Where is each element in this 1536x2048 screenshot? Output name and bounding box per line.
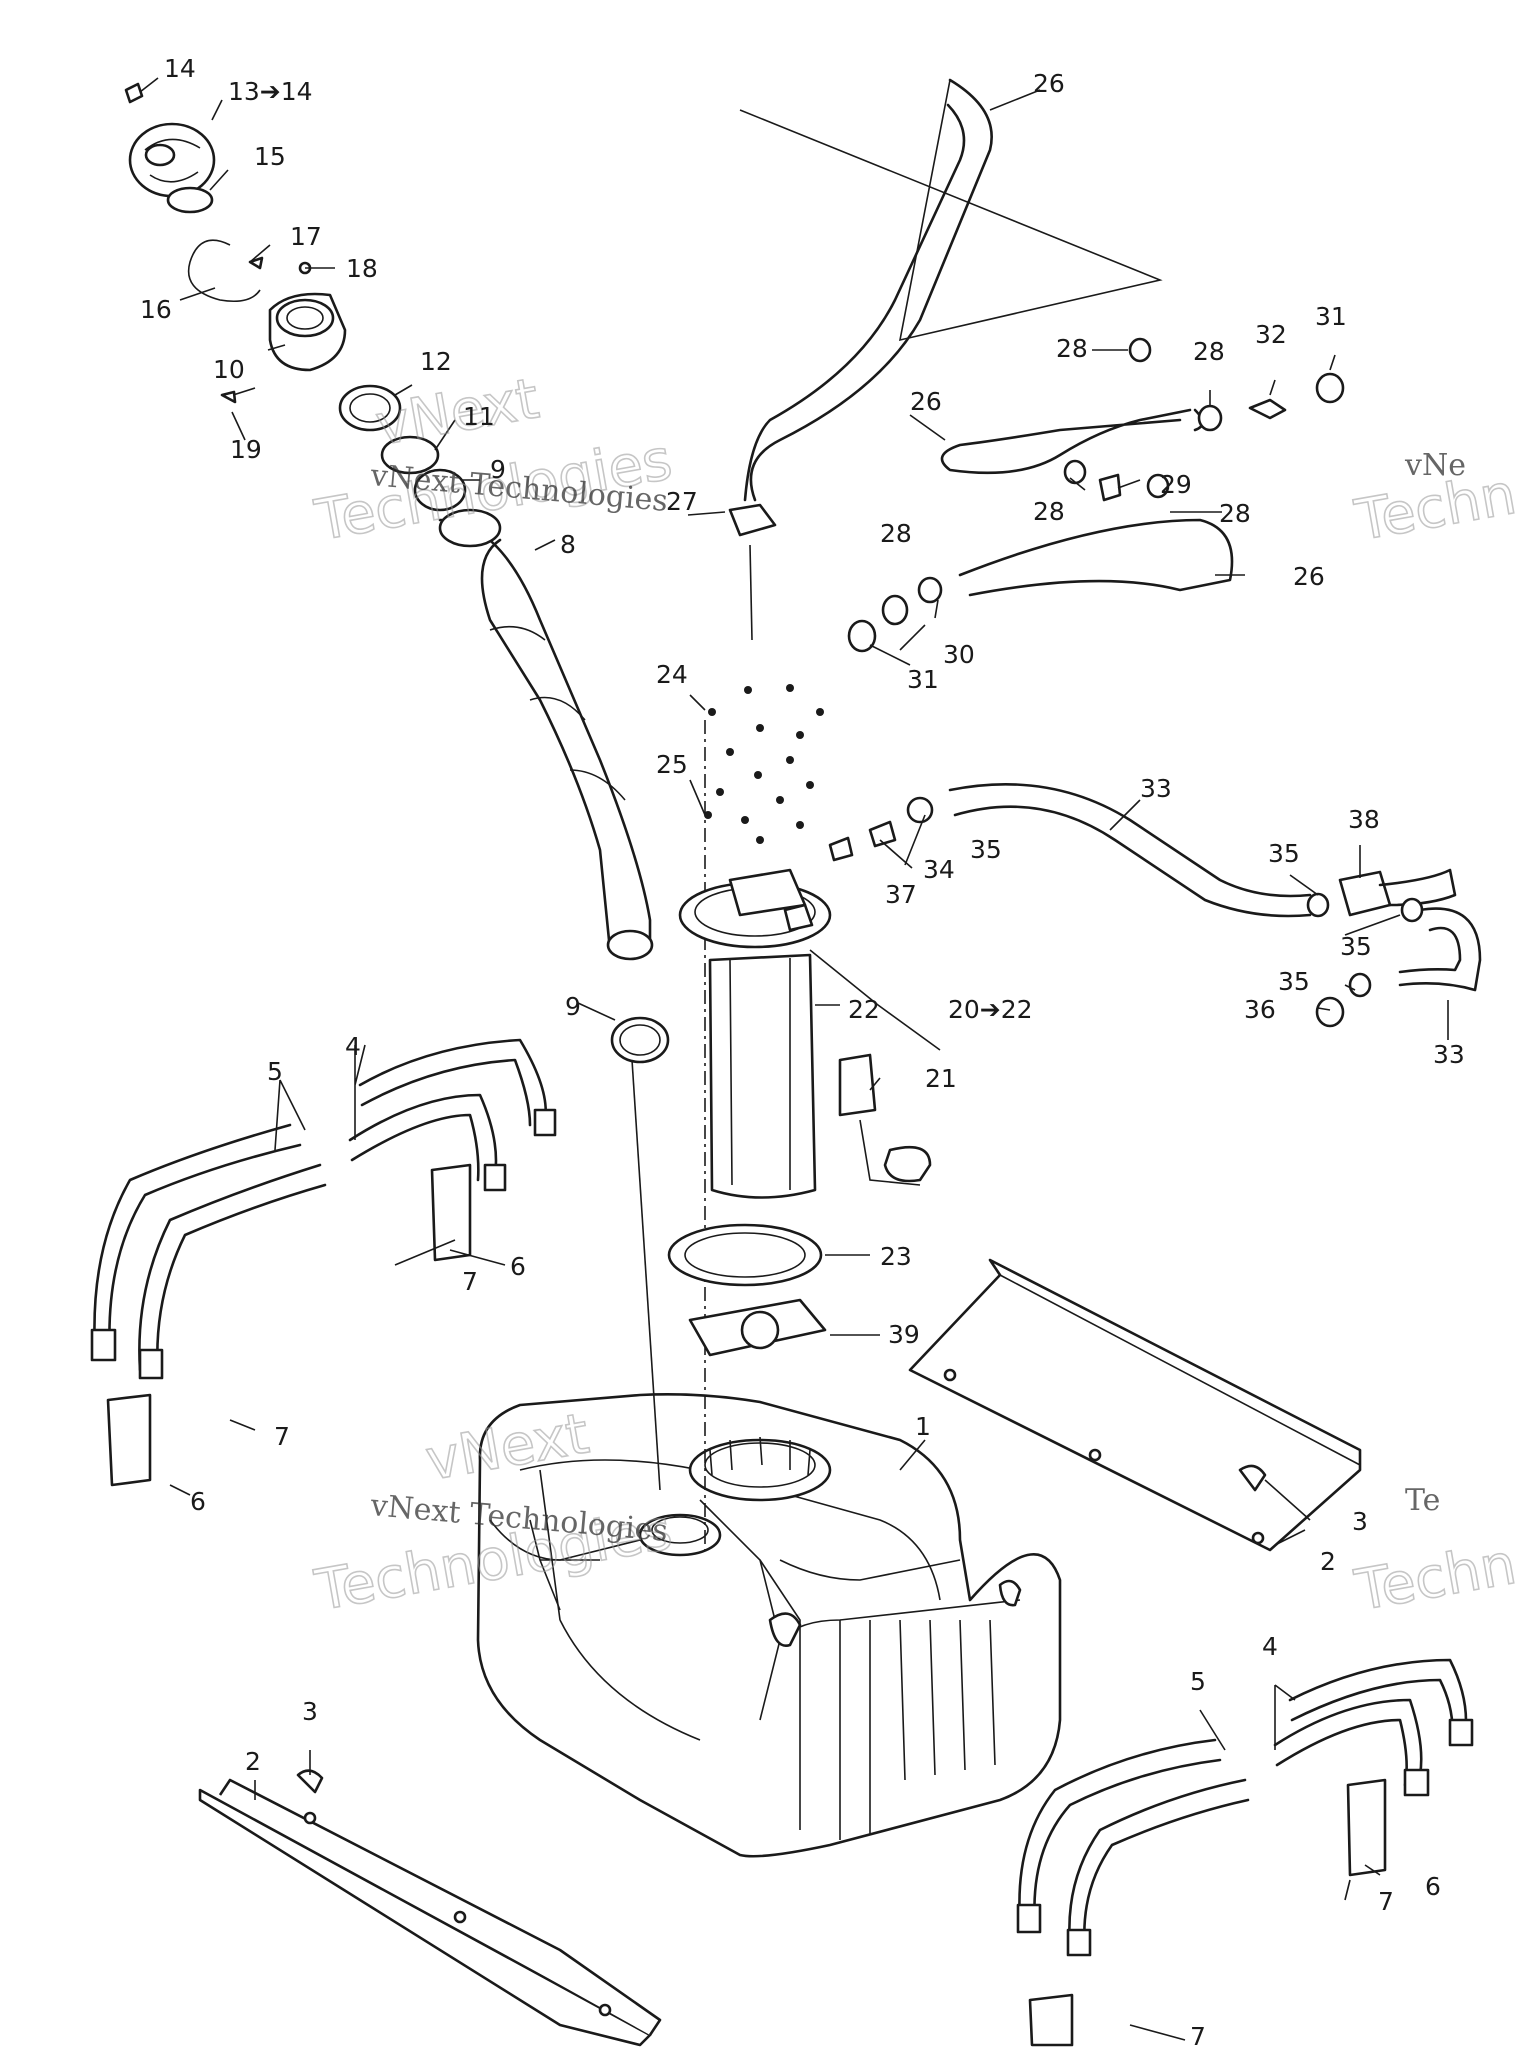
return-line-assembly (906, 782, 1482, 1028)
neck-gasket (380, 435, 440, 475)
heat-shields (198, 1258, 1362, 2047)
callout-32: 32 (1255, 320, 1287, 349)
pump-strainer (883, 1145, 932, 1183)
callout-36: 36 (1244, 995, 1276, 1024)
callout-16: 16 (140, 295, 172, 324)
callout-15: 15 (254, 142, 286, 171)
callout-6-lower: 6 (190, 1487, 206, 1516)
vent-hose-assembly (728, 78, 1345, 653)
heat-shield-right (908, 1258, 1362, 1552)
callout-11: 11 (463, 402, 495, 431)
callout-7-lower: 7 (274, 1422, 290, 1451)
callout-20-22: 20➔22 (948, 995, 1033, 1024)
callout-29: 29 (1160, 470, 1192, 499)
callout-labels: 1 2 2 3 3 4 4 5 5 6 6 6 7 7 7 7 8 9 9 10… (140, 54, 1465, 2048)
callout-5-right: 5 (1190, 1667, 1206, 1696)
callout-6-right: 6 (1425, 1872, 1441, 1901)
watermark-tech-4: Techn (1350, 1532, 1521, 1624)
callout-22: 22 (848, 995, 880, 1024)
callout-35-c: 35 (1340, 932, 1372, 961)
callout-27: 27 (666, 487, 698, 516)
pump-nuts-pattern (704, 684, 824, 844)
callout-7-upper: 7 (462, 1267, 478, 1296)
callout-31-bottom: 31 (907, 665, 939, 694)
cap-plug (124, 82, 144, 104)
callout-28-d: 28 (1219, 499, 1251, 528)
callout-37: 37 (885, 880, 917, 909)
callout-26-middle: 26 (910, 387, 942, 416)
callout-12: 12 (420, 347, 452, 376)
callout-4-right: 4 (1262, 1632, 1278, 1661)
callout-35-d: 35 (1278, 967, 1310, 996)
callout-33-lower: 33 (1433, 1040, 1465, 1069)
callout-28-a: 28 (1056, 334, 1088, 363)
pump-body (708, 953, 817, 1199)
callout-19: 19 (230, 435, 262, 464)
heat-shield-left (198, 1788, 652, 2047)
callout-1: 1 (915, 1412, 931, 1441)
callout-35-a: 35 (970, 835, 1002, 864)
callout-39: 39 (888, 1320, 920, 1349)
callout-14: 14 (164, 54, 196, 83)
callout-23: 23 (880, 1242, 912, 1271)
watermark-edge-1: vNe (1404, 448, 1466, 483)
callout-2-right: 2 (1320, 1547, 1336, 1576)
callout-10: 10 (213, 355, 245, 384)
callout-21: 21 (925, 1064, 957, 1093)
filler-hose (438, 508, 670, 1491)
callout-35-b: 35 (1268, 839, 1300, 868)
lock-ring (338, 384, 402, 432)
callout-3-right: 3 (1352, 1507, 1368, 1536)
tether-chain (187, 239, 261, 303)
callout-28-c: 28 (1033, 497, 1065, 526)
callout-26-lower: 26 (1293, 562, 1325, 591)
callout-4-left: 4 (345, 1032, 361, 1061)
callout-18: 18 (346, 254, 378, 283)
callout-2-left: 2 (245, 1747, 261, 1776)
callout-17: 17 (290, 222, 322, 251)
callout-33-upper: 33 (1140, 774, 1172, 803)
watermark-vnext-1: vNext (371, 366, 543, 458)
callout-7-bottom: 7 (1190, 2022, 1206, 2048)
callout-34: 34 (923, 855, 955, 884)
fuel-pump-assembly (667, 684, 932, 1550)
clamp-upper (413, 468, 467, 512)
callout-8: 8 (560, 530, 576, 559)
callout-5-left: 5 (267, 1057, 283, 1086)
callout-6-upper: 6 (510, 1252, 526, 1281)
callout-7-right: 7 (1378, 1887, 1394, 1916)
leader-lines (139, 77, 1449, 2041)
cap-gasket (166, 186, 214, 214)
callout-9-lower: 9 (565, 992, 581, 1021)
fuel-tank (476, 1393, 1062, 1858)
pump-bracket (838, 1053, 877, 1117)
callout-38: 38 (1348, 805, 1380, 834)
pump-gasket (667, 1223, 823, 1287)
callout-30: 30 (943, 640, 975, 669)
callout-3-left: 3 (302, 1697, 318, 1726)
callout-25: 25 (656, 750, 688, 779)
callout-28-e: 28 (880, 519, 912, 548)
callout-26-top: 26 (1033, 69, 1065, 98)
tank-straps-left (90, 1038, 557, 1487)
callout-28-b: 28 (1193, 337, 1225, 366)
callout-9-upper: 9 (490, 455, 506, 484)
fuel-cap-assembly (124, 82, 467, 512)
callout-24: 24 (656, 660, 688, 689)
watermark-edge-2: Te (1405, 1483, 1440, 1518)
callout-31-top: 31 (1315, 302, 1347, 331)
tank-straps-right (1016, 1658, 1474, 2047)
callout-13-14: 13➔14 (228, 77, 313, 106)
